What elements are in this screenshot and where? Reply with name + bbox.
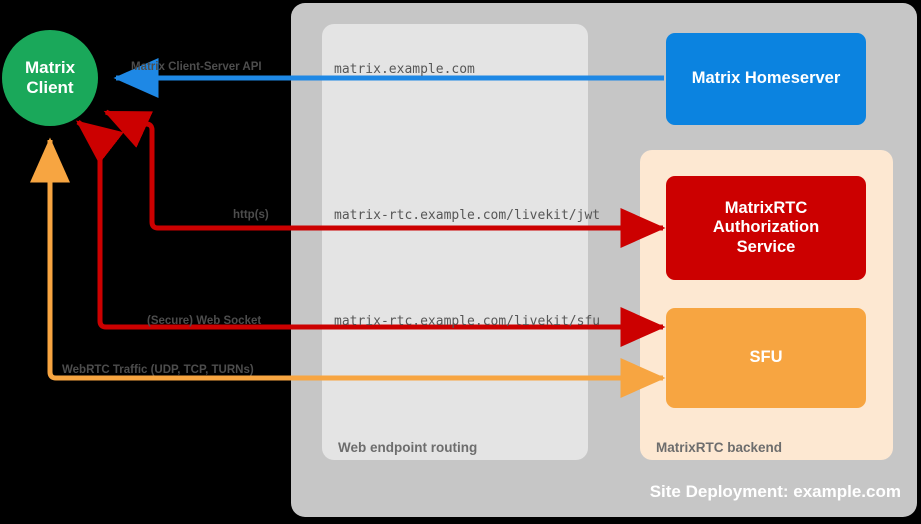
edge-label-webrtc-traffic: WebRTC Traffic (UDP, TCP, TURNs) <box>62 364 254 376</box>
node-auth-line2: Authorization <box>712 218 820 237</box>
group-label-site-deployment: Site Deployment: example.com <box>649 482 901 501</box>
edge-websocket-client-arrow <box>76 120 124 164</box>
node-matrix-client-line2: Client <box>26 78 74 97</box>
group-label-matrixrtc-backend: MatrixRTC backend <box>656 440 783 455</box>
node-auth-line1: MatrixRTC <box>724 198 808 217</box>
node-auth-line3: Service <box>736 237 796 256</box>
node-matrix-homeserver-label: Matrix Homeserver <box>691 69 841 88</box>
node-sfu-label: SFU <box>749 348 783 367</box>
node-matrix-client-line1: Matrix <box>24 57 76 77</box>
group-label-web-endpoint-routing: Web endpoint routing <box>338 440 478 455</box>
edge-label-client-server-api: Matrix Client-Server API <box>131 61 262 73</box>
edge-http-auth-client-arrow <box>103 109 153 148</box>
node-sfu[interactable]: SFU <box>666 308 866 408</box>
node-matrix-homeserver[interactable]: Matrix Homeserver <box>666 33 866 125</box>
endpoint-livekit-sfu: matrix-rtc.example.com/livekit/sfu <box>334 314 601 329</box>
edge-label-http: http(s) <box>233 209 269 221</box>
node-matrix-client[interactable]: Matrix Client <box>2 30 98 126</box>
edge-label-websocket: (Secure) Web Socket <box>147 315 262 327</box>
node-matrixrtc-authorization-service[interactable]: MatrixRTC Authorization Service <box>666 176 866 280</box>
endpoint-matrix-example-com: matrix.example.com <box>334 62 475 77</box>
group-web-endpoint-routing <box>322 24 588 460</box>
endpoint-livekit-jwt: matrix-rtc.example.com/livekit/jwt <box>334 208 601 223</box>
edge-webrtc-traffic-client-arrow <box>29 137 663 381</box>
